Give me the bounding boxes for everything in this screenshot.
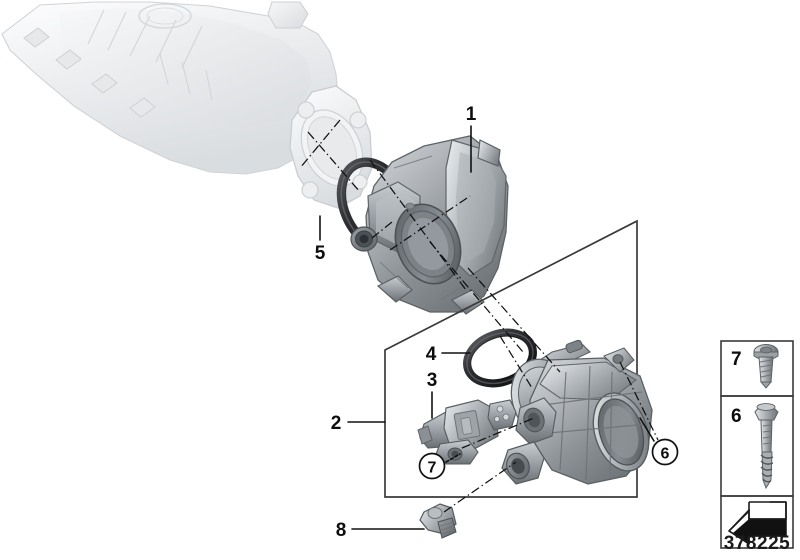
drawing-number: 378225 xyxy=(724,533,790,554)
legend-panel: 7 6 xyxy=(720,340,794,554)
throttle-shaft-eye xyxy=(350,226,378,252)
callout-1: 1 xyxy=(466,104,477,173)
legend-row-6-number: 6 xyxy=(731,406,742,427)
callout-2-label: 2 xyxy=(331,413,342,434)
intake-manifold-ghost xyxy=(1,1,373,209)
group-box-part-2 xyxy=(384,219,638,498)
callout-8: 8 xyxy=(336,520,425,541)
assembly-axis-lines xyxy=(299,119,659,513)
callout-1-label: 1 xyxy=(466,104,477,125)
callout-5-label: 5 xyxy=(315,243,326,264)
callout-5: 5 xyxy=(315,215,326,264)
callout-4-label: 4 xyxy=(426,344,437,365)
legend-row-7-number: 7 xyxy=(731,349,742,370)
callout-8-label: 8 xyxy=(336,520,347,541)
circled-ref-7-label: 7 xyxy=(428,460,437,477)
circled-ref-6: 6 xyxy=(639,417,679,466)
part-1-throttle-housing xyxy=(350,135,509,315)
part-8-stud-bolt xyxy=(419,503,457,539)
callout-2: 2 xyxy=(331,413,386,434)
circled-ref-6-label: 6 xyxy=(661,446,670,463)
part-3-throttle-position-sensor xyxy=(417,399,517,465)
callout-3-label: 3 xyxy=(427,370,438,391)
callout-3: 3 xyxy=(427,370,438,419)
manifold-flange-ghost xyxy=(289,85,373,209)
hex-head-bolt-icon xyxy=(754,403,779,490)
direction-arrow-icon xyxy=(728,501,787,545)
part-4-o-ring-seal xyxy=(463,328,537,388)
pan-head-screw-icon xyxy=(753,344,779,389)
callout-4: 4 xyxy=(426,344,471,365)
circled-ref-7: 7 xyxy=(418,452,461,480)
lower-stub-port xyxy=(501,441,545,485)
part-2-throttle-body-assembly xyxy=(501,339,653,485)
sensor-mount-boss xyxy=(515,397,557,445)
